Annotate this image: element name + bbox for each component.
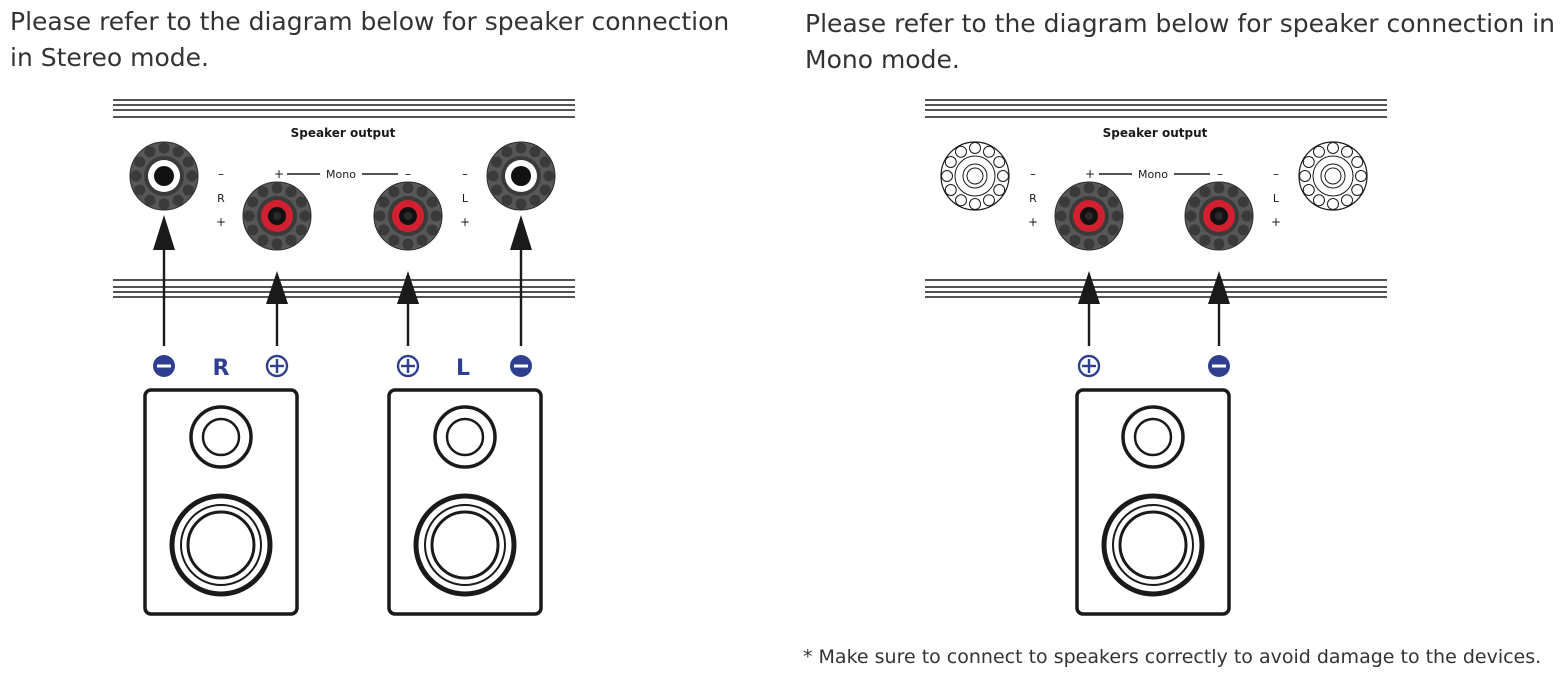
arrow-up-icon xyxy=(510,215,532,250)
mono-minus-sign: – xyxy=(405,167,411,181)
arrow-up-icon xyxy=(397,271,419,304)
left-channel-markings: – L + xyxy=(460,167,470,229)
right-channel-markings: – R + xyxy=(216,167,226,229)
speaker-output-label: Speaker output xyxy=(1103,126,1208,140)
polarity-badges: R L xyxy=(153,354,532,381)
arrow-up-icon xyxy=(153,215,175,250)
right-speaker-icon xyxy=(143,388,299,616)
connection-arrows xyxy=(153,215,532,346)
stereo-instruction-line1: Please refer to the diagram below for sp… xyxy=(10,7,730,36)
mono-instruction-line1: Please refer to the diagram below for sp… xyxy=(805,9,1555,38)
panel-top-rails xyxy=(113,99,575,118)
speaker-output-label: Speaker output xyxy=(291,126,396,140)
plus-circle-icon xyxy=(265,354,289,378)
left-plus-sign: + xyxy=(460,215,470,229)
mono-plus-sign: + xyxy=(1085,167,1095,181)
right-positive-terminal-icon xyxy=(242,181,312,251)
arrow-up-icon xyxy=(1078,271,1100,304)
mono-instruction-line2: Mono mode. xyxy=(805,45,960,74)
panel-top-rails xyxy=(925,99,1387,118)
right-negative-terminal-icon xyxy=(129,141,199,211)
stereo-instruction: Please refer to the diagram below for sp… xyxy=(10,4,729,76)
plus-circle-icon xyxy=(396,354,420,378)
right-plus-sign: + xyxy=(1028,215,1038,229)
polarity-badges xyxy=(1077,354,1230,378)
left-speaker-icon xyxy=(387,388,543,616)
stereo-instruction-line2: in Stereo mode. xyxy=(10,43,209,72)
left-negative-terminal-unused-icon xyxy=(1298,141,1368,211)
right-plus-sign: + xyxy=(216,215,226,229)
stereo-connection-diagram: Speaker output Mono + – – R + – L + R xyxy=(113,99,575,616)
right-channel-markings: – R + xyxy=(1028,167,1038,229)
left-positive-terminal-icon xyxy=(373,181,443,251)
left-plus-sign: + xyxy=(1271,215,1281,229)
connection-arrows xyxy=(1078,271,1230,346)
mono-plus-sign: + xyxy=(274,167,284,181)
arrow-up-icon xyxy=(1208,271,1230,304)
left-speaker-channel-label: L xyxy=(456,356,470,381)
mono-bridge-indicator: Mono + – xyxy=(1085,167,1223,181)
right-channel-mark: R xyxy=(217,192,225,205)
left-negative-terminal-icon xyxy=(486,141,556,211)
left-minus-sign: – xyxy=(1273,167,1279,181)
minus-circle-icon xyxy=(1208,355,1230,377)
right-negative-terminal-unused-icon xyxy=(940,141,1010,211)
arrow-up-icon xyxy=(266,271,288,304)
panel-bottom-rails xyxy=(925,279,1387,298)
mono-bridge-label: Mono xyxy=(326,168,356,181)
mono-minus-sign: – xyxy=(1217,167,1223,181)
footnote: * Make sure to connect to speakers corre… xyxy=(803,646,1542,668)
left-channel-markings: – L + xyxy=(1271,167,1281,229)
plus-circle-icon xyxy=(1077,354,1101,378)
mono-instruction: Please refer to the diagram below for sp… xyxy=(805,6,1555,78)
panel-bottom-rails xyxy=(113,279,575,298)
mono-speaker-icon xyxy=(1075,388,1231,616)
minus-circle-icon xyxy=(510,355,532,377)
right-channel-mark: R xyxy=(1029,192,1037,205)
mono-bridge-label: Mono xyxy=(1138,168,1168,181)
mono-bridge-indicator: Mono + – xyxy=(274,167,411,181)
left-channel-mark: L xyxy=(462,192,469,205)
left-channel-mark: L xyxy=(1273,192,1280,205)
left-minus-sign: – xyxy=(462,167,468,181)
right-minus-sign: – xyxy=(218,167,224,181)
right-positive-terminal-icon xyxy=(1054,181,1124,251)
minus-circle-icon xyxy=(153,355,175,377)
right-minus-sign: – xyxy=(1030,167,1036,181)
right-speaker-channel-label: R xyxy=(213,356,230,381)
mono-connection-diagram: Speaker output Mono + – – R + – L + xyxy=(925,99,1387,616)
left-negative-terminal-icon xyxy=(1184,181,1254,251)
